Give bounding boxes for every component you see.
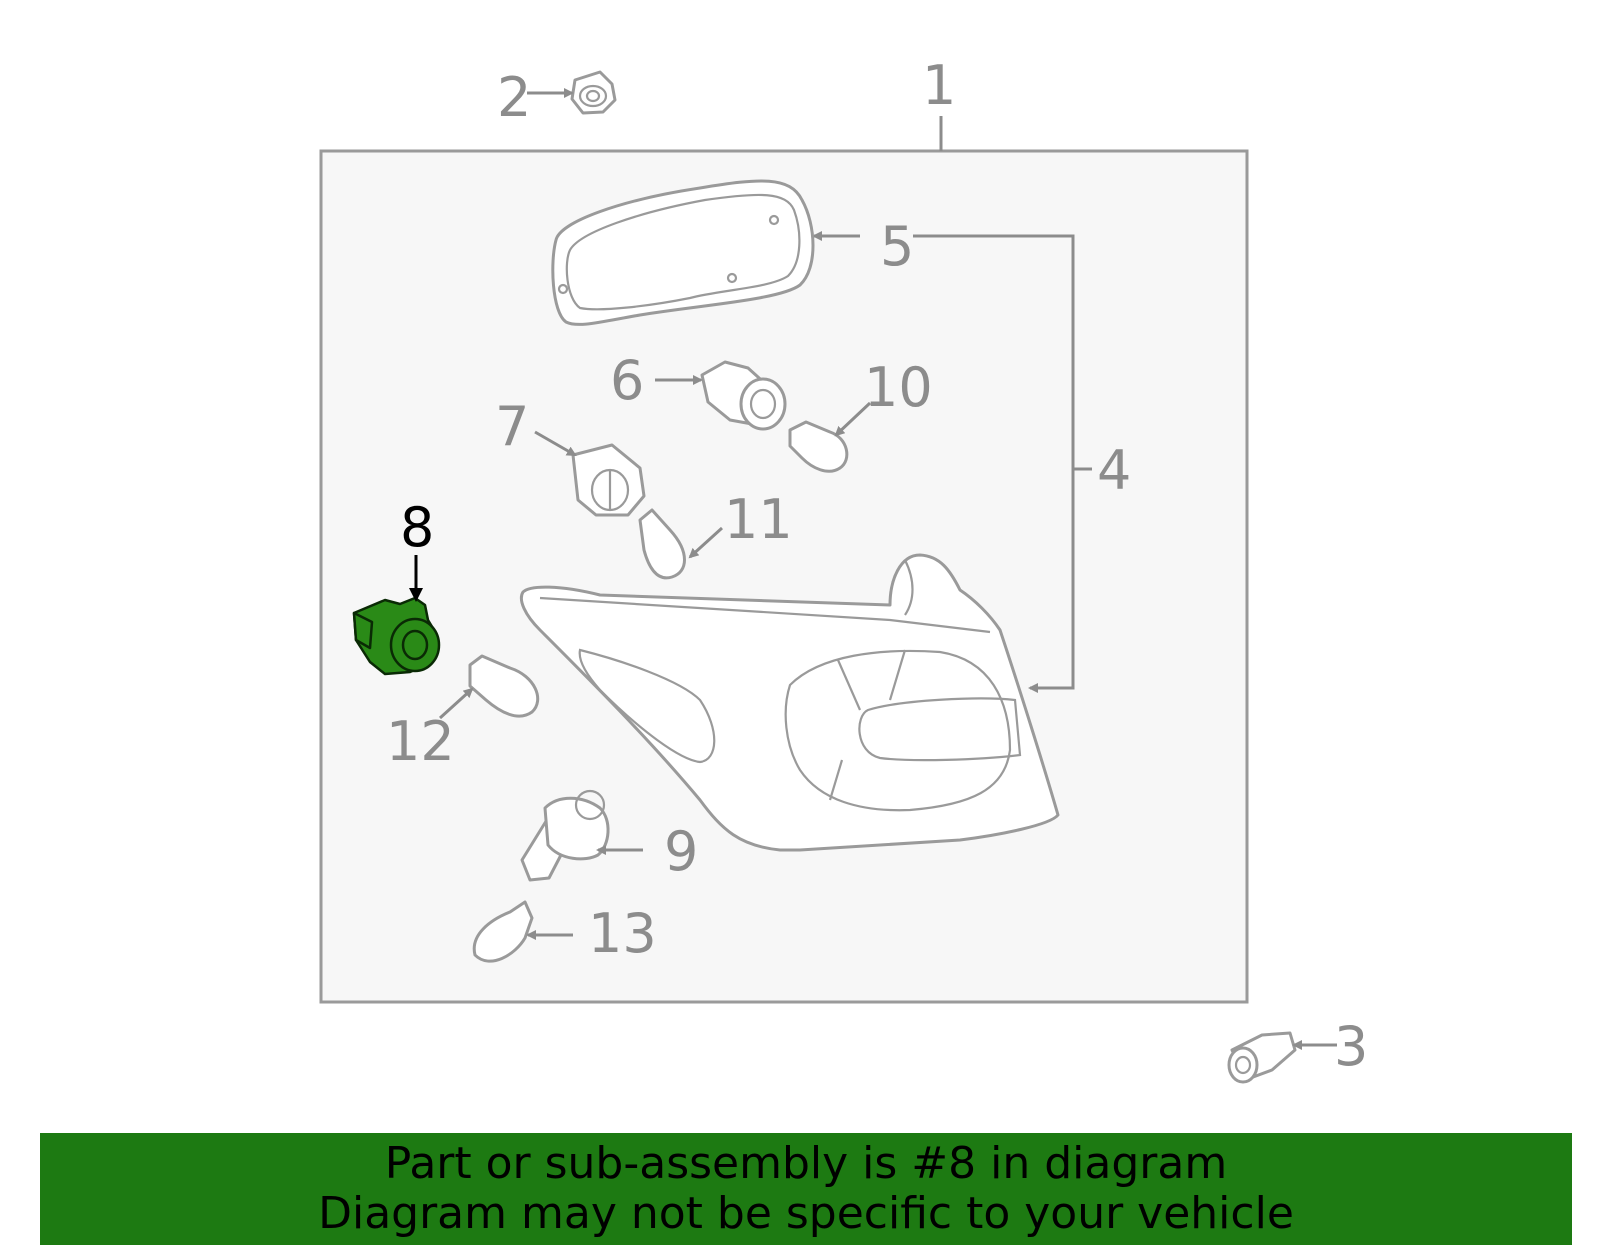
callout-9: 9 — [664, 820, 698, 883]
callout-3: 3 — [1334, 1015, 1368, 1078]
part-6-socket — [700, 360, 787, 431]
leader-5 — [913, 234, 1075, 693]
callout-1: 1 — [922, 54, 956, 117]
part-11-bulb — [638, 508, 686, 580]
callout-7: 7 — [495, 395, 529, 458]
part-2-nut — [570, 70, 617, 115]
callout-4: 4 — [1097, 439, 1131, 502]
callout-10: 10 — [864, 356, 933, 419]
part-3-clip — [1227, 1031, 1297, 1084]
callout-13: 13 — [588, 902, 657, 965]
callout-5: 5 — [880, 215, 914, 278]
part-7-socket — [571, 443, 646, 517]
info-banner: Part or sub-assembly is #8 in diagram Di… — [40, 1133, 1572, 1245]
banner-line-disclaimer: Diagram may not be specific to your vehi… — [318, 1188, 1294, 1239]
part-13-bulb — [472, 900, 534, 963]
callout-8: 8 — [400, 496, 434, 559]
callout-11: 11 — [724, 488, 793, 551]
callout-6: 6 — [610, 349, 644, 412]
leader-11 — [688, 526, 724, 559]
part-12-bulb — [468, 654, 540, 718]
part-9-socket — [520, 789, 610, 882]
parts-diagram: 1 2 3 4 5 6 7 8 9 10 11 12 13 — [319, 54, 1368, 1084]
part-4-lamp-housing — [519, 553, 1060, 852]
callout-12: 12 — [386, 710, 455, 773]
leader-10 — [834, 401, 872, 437]
leader-7 — [534, 430, 577, 457]
banner-line-part: Part or sub-assembly is #8 in diagram — [384, 1138, 1228, 1189]
part-8-socket-highlighted — [352, 596, 441, 676]
leader-12 — [438, 687, 474, 720]
part-5-gasket — [551, 179, 815, 326]
callout-2: 2 — [497, 66, 531, 129]
